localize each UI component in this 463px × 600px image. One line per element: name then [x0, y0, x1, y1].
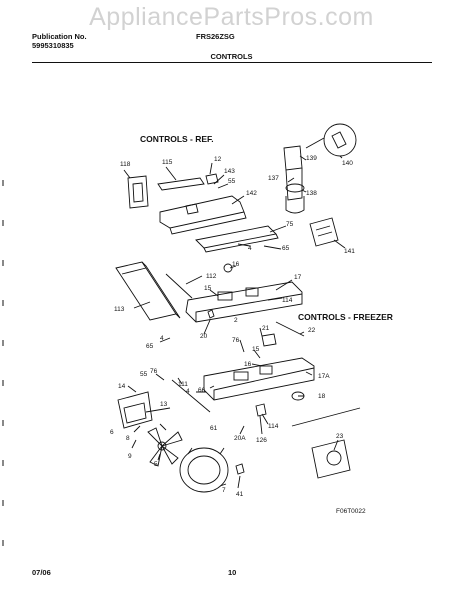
- callout-4a: 4: [248, 245, 252, 252]
- callout-114b: 114: [268, 423, 279, 430]
- header-rule: [32, 62, 432, 63]
- callout-113: 113: [114, 306, 125, 313]
- model-number: FRS26ZSG: [196, 32, 235, 41]
- callout-111: 111: [178, 381, 188, 388]
- callout-76a: 76: [232, 337, 240, 344]
- callout-7: 7: [222, 487, 226, 494]
- callout-17a: 17A: [318, 373, 330, 380]
- callout-65b: 65: [146, 343, 154, 350]
- callout-13: 13: [160, 401, 168, 408]
- callout-140: 140: [342, 160, 353, 167]
- callout-115: 115: [162, 159, 173, 166]
- figure-id: F06T0022: [336, 508, 366, 515]
- callout-76b: 76: [150, 368, 158, 375]
- callout-112: 112: [206, 273, 217, 280]
- publication-number: 5995310835: [32, 41, 74, 50]
- callout-65a: 65: [282, 245, 290, 252]
- callout-139: 139: [306, 155, 317, 162]
- callout-126: 126: [256, 437, 267, 444]
- callout-23: 23: [336, 433, 344, 440]
- callout-17: 17: [294, 274, 302, 281]
- callout-55a: 55: [228, 178, 236, 185]
- section-label-ref: CONTROLS - REF.: [140, 134, 214, 144]
- callout-2: 2: [234, 317, 238, 324]
- callout-118: 118: [120, 161, 131, 168]
- callout-4b: 4: [160, 335, 164, 342]
- callout-4c: 4: [186, 388, 190, 395]
- callout-138: 138: [306, 190, 317, 197]
- margin-punch-marks: [2, 180, 4, 560]
- callout-8: 8: [126, 435, 130, 442]
- callout-18: 18: [318, 393, 326, 400]
- callout-141: 141: [344, 248, 355, 255]
- callout-61: 61: [210, 425, 218, 432]
- callout-21: 21: [262, 325, 270, 332]
- callout-6: 6: [110, 429, 114, 436]
- callout-16b: 16: [244, 361, 252, 368]
- callout-137: 137: [268, 175, 279, 182]
- callout-15: 15: [204, 285, 212, 292]
- callout-114a: 114: [282, 297, 293, 304]
- callout-12: 12: [214, 156, 222, 163]
- callout-142: 142: [246, 190, 257, 197]
- callout-16: 16: [232, 261, 240, 268]
- callout-15b: 15: [252, 346, 260, 353]
- callout-66: 66: [198, 387, 206, 394]
- callout-9: 9: [128, 453, 132, 460]
- callout-75: 75: [286, 221, 294, 228]
- callout-14: 14: [118, 383, 126, 390]
- callout-41: 41: [236, 491, 244, 498]
- callout-20: 20: [200, 333, 208, 340]
- callout-20a: 20A: [234, 435, 246, 442]
- callout-22: 22: [308, 327, 316, 334]
- callout-55b: 55: [140, 371, 148, 378]
- footer-page-number: 10: [228, 568, 237, 577]
- callout-5: 5: [154, 461, 158, 468]
- site-watermark: AppliancePartsPros.com: [89, 3, 374, 31]
- callout-143: 143: [224, 168, 235, 175]
- publication-label: Publication No.: [32, 32, 87, 41]
- section-title: CONTROLS: [210, 52, 253, 61]
- section-label-freezer: CONTROLS - FREEZER: [298, 312, 393, 322]
- footer-date: 07/06: [32, 568, 51, 577]
